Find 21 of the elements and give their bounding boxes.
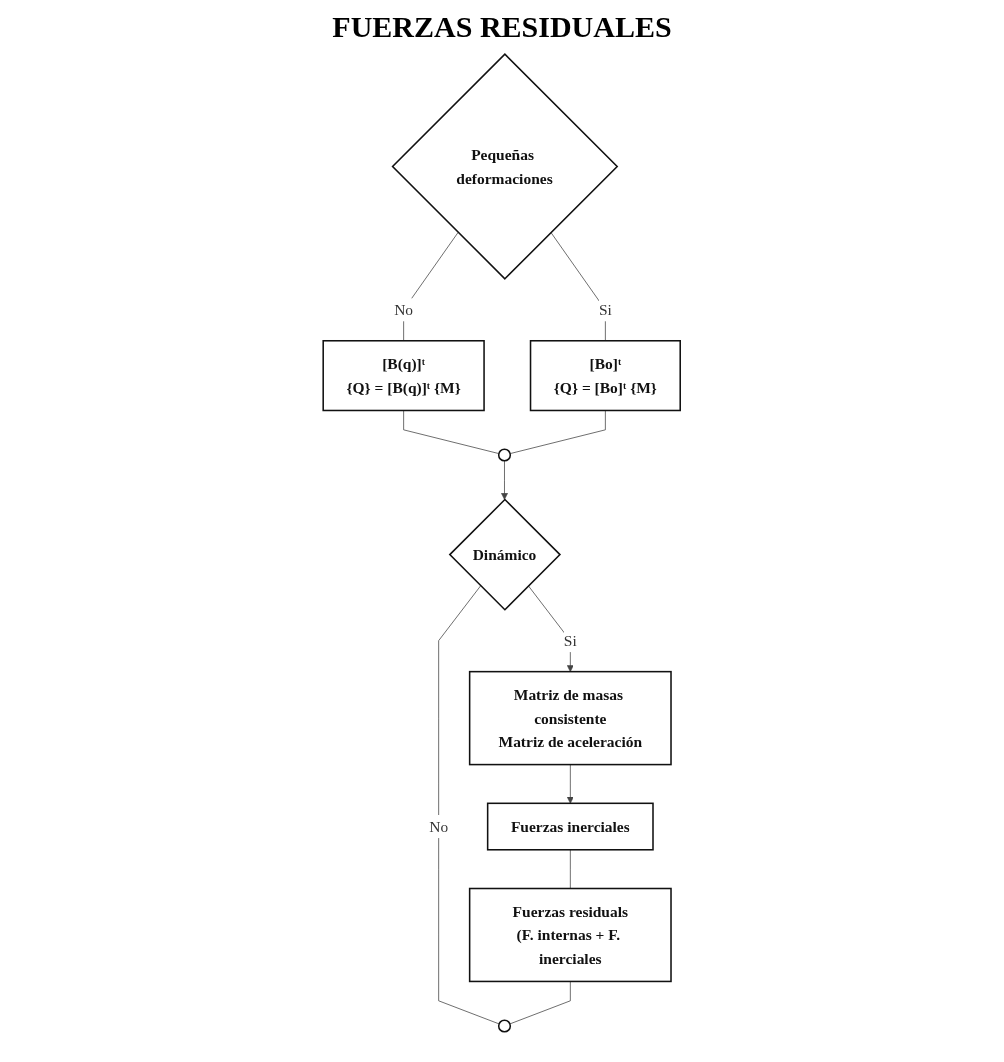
node-box: Fuerzas inerciales [487, 802, 655, 851]
edge-label: Si [564, 632, 578, 650]
connector [570, 849, 571, 889]
node-diamond: Pequeñas deformaciones [391, 53, 619, 280]
node-box: Matriz de masas consistente Matriz de aceleración [469, 670, 673, 766]
node-diamond: Dinámico [449, 498, 562, 611]
node-circle [498, 1019, 512, 1033]
connector [438, 585, 500, 1025]
node-box: [B(q)]ᵗ {Q} = [B(q)]ᵗ {M} [322, 340, 486, 412]
node-box: [Bo]ᵗ {Q} = [Bo]ᵗ {M} [530, 340, 682, 412]
node-box: Fuerzas residuals (F. internas + F. inerciales [469, 887, 673, 983]
connector [550, 232, 607, 342]
edge-label: Si [599, 301, 613, 319]
node-circle [498, 448, 512, 462]
connector [509, 981, 571, 1025]
connector [510, 410, 607, 454]
edge-label: No [429, 818, 449, 836]
diagram-title: FUERZAS RESIDUALES [331, 10, 673, 44]
connector [403, 410, 500, 454]
connector [403, 232, 459, 342]
edge-label: No [394, 301, 414, 319]
